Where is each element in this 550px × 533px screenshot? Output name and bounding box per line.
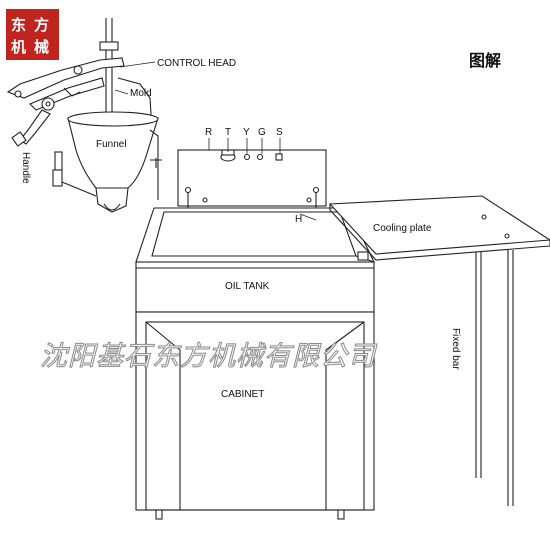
logo-char-4: 械 xyxy=(34,38,49,56)
label-control-head: CONTROL HEAD xyxy=(157,58,236,69)
label-h: H xyxy=(295,214,302,225)
label-cabinet: CABINET xyxy=(221,389,264,400)
company-logo: 东 方 机 械 xyxy=(6,9,59,60)
control-head-assembly xyxy=(6,18,162,213)
label-funnel: Funnel xyxy=(96,139,127,150)
label-mold: Mold xyxy=(130,88,152,99)
label-r: R xyxy=(205,127,212,138)
label-oil-tank: OIL TANK xyxy=(225,281,270,292)
logo-char-1: 东 xyxy=(11,16,26,34)
label-cooling-plate: Cooling plate xyxy=(373,223,432,234)
label-s: S xyxy=(276,127,283,138)
label-fixed-bar: Fixed bar xyxy=(450,328,461,370)
company-watermark: 沈阳基石东方机械有限公司 xyxy=(40,341,378,372)
cooling-plate-assembly xyxy=(299,195,550,506)
diagram-heading: 图解 xyxy=(469,51,501,70)
label-g: G xyxy=(258,127,266,138)
logo-char-3: 机 xyxy=(11,38,26,56)
logo-char-2: 方 xyxy=(34,16,49,34)
cabinet-body xyxy=(135,207,375,520)
label-t: T xyxy=(225,127,231,138)
control-box xyxy=(177,138,327,232)
label-y: Y xyxy=(243,127,250,138)
label-handle: Handle xyxy=(20,152,31,184)
